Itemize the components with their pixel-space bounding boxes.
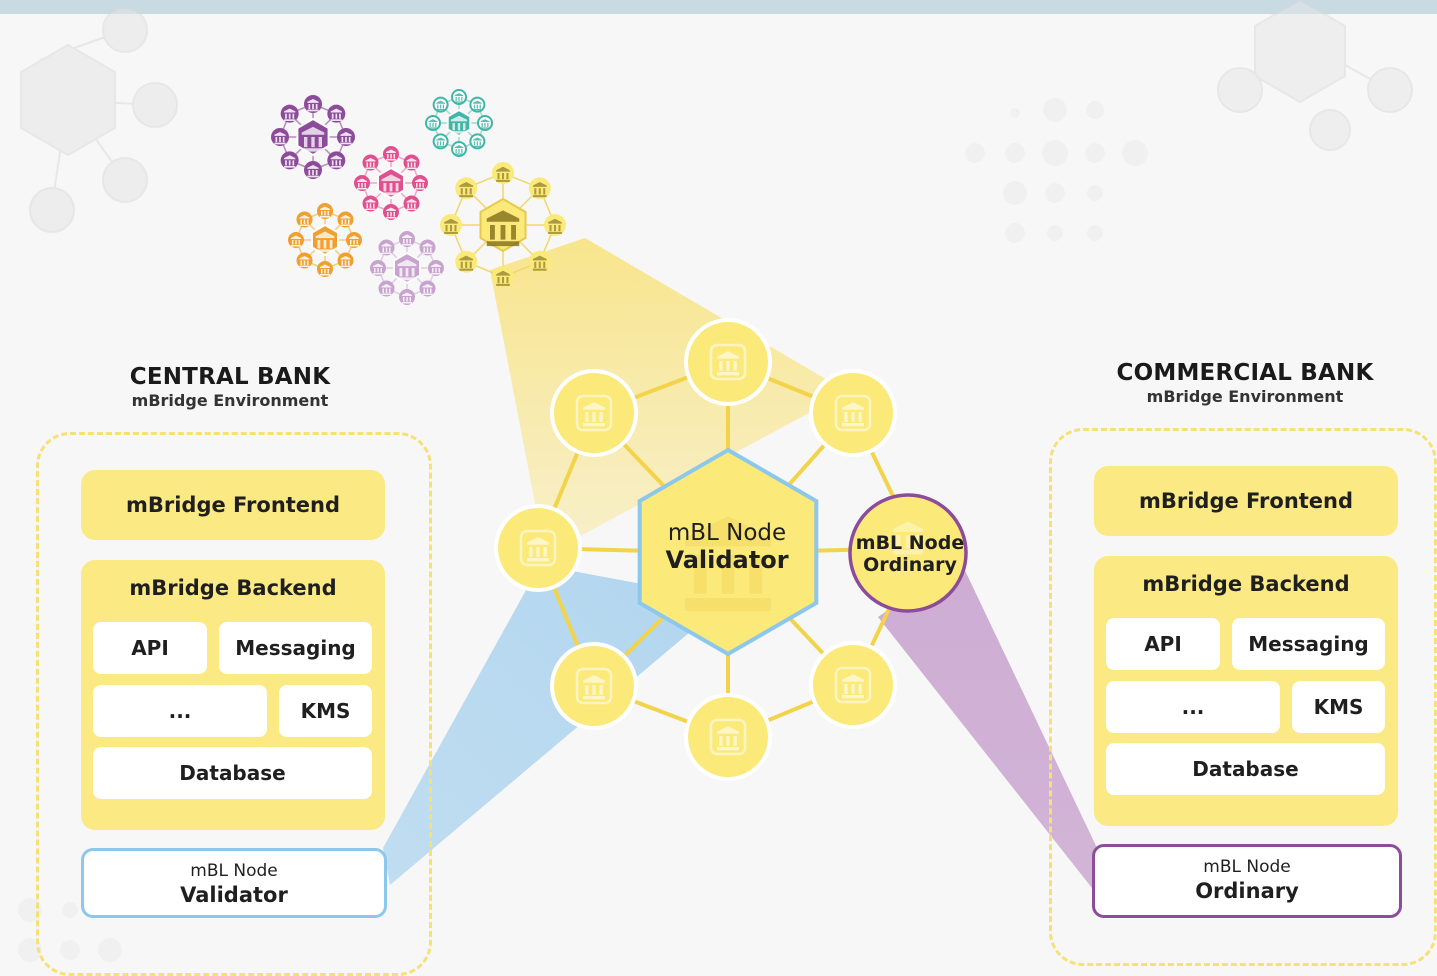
commercial-api-label: API (1144, 632, 1182, 656)
peer-frame (709, 718, 747, 756)
commercial-ordinary-node: mBL Node Ordinary (1092, 844, 1402, 918)
commercial-other-label: ... (1181, 695, 1205, 719)
validator-hex-line2: Validator (665, 546, 789, 574)
central-messaging-module: Messaging (219, 622, 372, 674)
validator-hexagon (637, 447, 819, 657)
commercial-node-line1: mBL Node (1203, 857, 1291, 877)
network-clusters (271, 89, 566, 305)
ordinary-node-line1: mBL Node (855, 532, 965, 554)
commercial-kms-module: KMS (1292, 681, 1385, 733)
commercial-backend-title: mBridge Backend (1142, 572, 1350, 596)
peer-frame (834, 394, 872, 432)
mini-cluster (288, 203, 362, 277)
zoom-beam (490, 238, 848, 555)
commercial-node-line2: Ordinary (1195, 879, 1299, 903)
central-bank-heading: CENTRAL BANK mBridge Environment (80, 364, 380, 410)
validator-hex-label: mBL Node Validator (647, 520, 807, 574)
ordinary-node-label: mBL Node Ordinary (848, 532, 972, 576)
central-database-label: Database (179, 761, 286, 785)
central-node-line2: Validator (180, 883, 288, 907)
main-network (494, 318, 968, 781)
mini-cluster (354, 146, 428, 220)
commercial-backend: mBridge Backend API Messaging ... KMS Da… (1094, 556, 1398, 826)
commercial-api-module: API (1106, 618, 1220, 670)
ordinary-node-line2: Ordinary (863, 554, 957, 576)
central-database-module: Database (93, 747, 372, 799)
central-validator-node: mBL Node Validator (81, 848, 387, 918)
central-frontend-label: mBridge Frontend (125, 493, 341, 517)
mini-cluster (370, 231, 444, 305)
central-node-line1: mBL Node (190, 861, 278, 881)
central-kms-module: KMS (279, 685, 372, 737)
commercial-database-label: Database (1192, 757, 1299, 781)
central-backend-title: mBridge Backend (129, 576, 337, 600)
commercial-messaging-module: Messaging (1232, 618, 1385, 670)
commercial-bank-heading: COMMERCIAL BANK mBridge Environment (1095, 360, 1395, 406)
mini-cluster (425, 89, 493, 157)
background-decor (18, 0, 1413, 962)
peer-frame (519, 529, 557, 567)
central-bank-title: CENTRAL BANK (129, 364, 331, 390)
commercial-messaging-label: Messaging (1248, 632, 1369, 656)
central-backend: mBridge Backend API Messaging ... KMS Da… (81, 560, 385, 830)
central-frontend: mBridge Frontend (81, 470, 385, 540)
validator-hex-line1: mBL Node (667, 520, 787, 546)
commercial-frontend-label: mBridge Frontend (1138, 489, 1354, 513)
commercial-bank-title: COMMERCIAL BANK (1116, 360, 1374, 386)
commercial-database-module: Database (1106, 743, 1385, 795)
validator-beam (383, 565, 728, 885)
central-bank-subtitle: mBridge Environment (131, 391, 329, 410)
top-bar (0, 0, 1437, 14)
commercial-kms-label: KMS (1313, 695, 1364, 719)
central-messaging-label: Messaging (235, 636, 356, 660)
peer-frame (834, 666, 872, 704)
central-api-module: API (93, 622, 207, 674)
ordinary-beam (878, 560, 1098, 888)
commercial-bank-subtitle: mBridge Environment (1146, 387, 1344, 406)
commercial-other-module: ... (1106, 681, 1280, 733)
commercial-bank-environment (1049, 428, 1437, 966)
central-other-module: ... (93, 685, 267, 737)
peer-frame (709, 343, 747, 381)
mini-cluster (440, 162, 566, 288)
peer-frame (575, 667, 613, 705)
mini-cluster (271, 95, 355, 179)
central-api-label: API (131, 636, 169, 660)
central-kms-label: KMS (300, 699, 351, 723)
commercial-frontend: mBridge Frontend (1094, 466, 1398, 536)
peer-frame (575, 394, 613, 432)
central-other-label: ... (168, 699, 192, 723)
